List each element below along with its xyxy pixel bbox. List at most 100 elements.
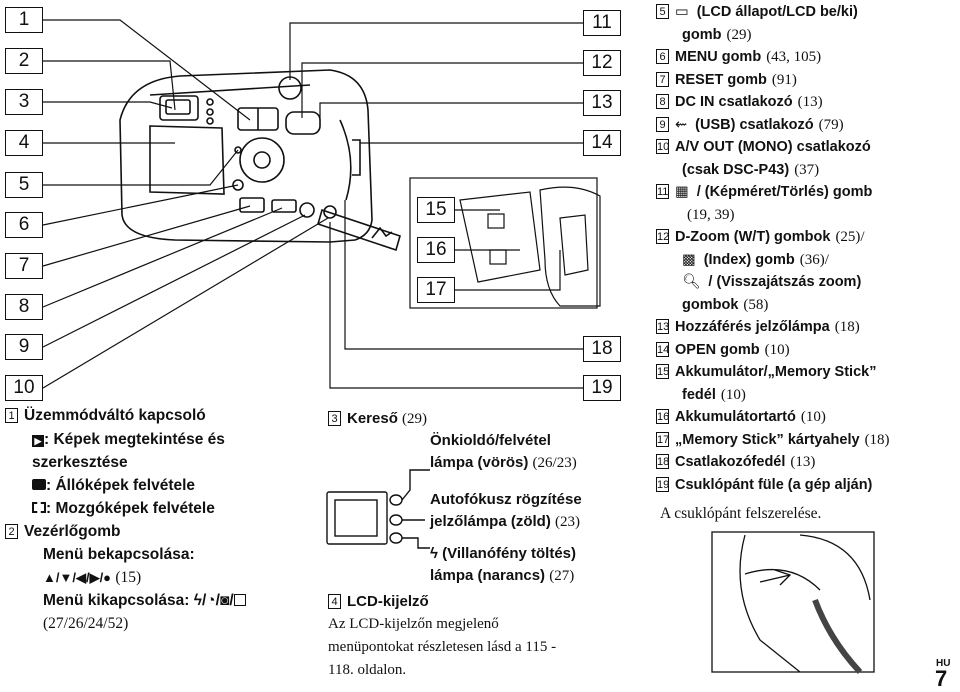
- legend-num: 5: [656, 4, 669, 19]
- index-icon: ▩: [682, 251, 696, 268]
- self-timer-lamp-ref: (26/23): [532, 455, 577, 471]
- af-lock-lamp-label-cont: jelzőlámpa (zöld): [430, 513, 551, 530]
- usb-icon: ⇜: [675, 116, 688, 133]
- legend-ref: (43, 105): [766, 49, 822, 65]
- callout-15: 15: [417, 197, 455, 223]
- lcd-screen: [149, 125, 225, 195]
- legend-row: 11▦/ (Képméret/Törlés) gomb: [656, 181, 872, 204]
- callout-3: 3: [5, 89, 43, 115]
- strap-caption: A csuklópánt felszerelése.: [660, 505, 822, 522]
- lcd-desc-3: 118. oldalon.: [328, 662, 407, 678]
- legend-text: gomb: [682, 26, 722, 43]
- battery-cover-inset: [409, 177, 598, 309]
- legend-ref: (10): [764, 341, 790, 358]
- af-lock-lamp-ref: (23): [555, 514, 581, 530]
- legend-text: Hozzáférés jelzőlámpa: [675, 319, 830, 335]
- callout-17: 17: [417, 277, 455, 303]
- zoom-icon: 🔍︎: [682, 274, 701, 290]
- legend-text: RESET gomb: [675, 71, 767, 88]
- lcd-title: LCD-kijelző: [347, 593, 429, 610]
- legend-row: 8 DC IN csatlakozó(13): [656, 91, 823, 114]
- legend-text: (Index) gomb: [703, 251, 795, 268]
- callout-9: 9: [5, 334, 43, 360]
- legend-row: ▩ (Index) gomb(36)/: [656, 249, 829, 272]
- legend-row: 17„Memory Stick” kártyahely(18): [656, 429, 890, 452]
- flash-lamp-ref: (27): [549, 568, 575, 584]
- callout-2: 2: [5, 48, 43, 74]
- flash-icon: ϟ/: [193, 592, 207, 609]
- legend-row: gomb(29): [656, 24, 751, 47]
- legend-text: „Memory Stick” kártyahely: [675, 431, 860, 448]
- legend-text: DC IN csatlakozó: [675, 94, 793, 110]
- legend-ref: (18): [834, 319, 860, 335]
- callout-8: 8: [5, 294, 43, 320]
- lcd-desc-2: menüpontokat részletesen lásd a 115 -: [328, 639, 557, 655]
- legend-ref: (10): [720, 386, 746, 403]
- control-button-title: Vezérlőgomb: [24, 523, 121, 540]
- legend-row: gombok(58): [656, 294, 768, 317]
- legend-num: 3: [328, 411, 341, 426]
- legend-row: 9⇜(USB) csatlakozó(79): [656, 114, 844, 137]
- legend-ref: (37): [794, 161, 820, 178]
- callout-6: 6: [5, 212, 43, 238]
- arrow-keys: ▲/▼/◀/▶/●: [43, 570, 112, 585]
- legend-ref: (25)/: [835, 229, 865, 245]
- camera-body: [119, 69, 373, 243]
- arrow-keys-ref: (15): [115, 569, 142, 586]
- callout-14: 14: [583, 130, 621, 156]
- legend-ref: (36)/: [799, 251, 829, 268]
- legend-ref: (91): [771, 71, 797, 88]
- legend-ref: (13): [797, 94, 823, 110]
- legend-text: Csatlakozófedél: [675, 454, 786, 470]
- camera-icon: [32, 479, 46, 490]
- legend-num: 1: [5, 408, 18, 423]
- legend-num: 15: [656, 364, 670, 379]
- self-timer-lamp-label-cont: lámpa (vörös): [430, 454, 529, 471]
- lcd-desc-1: Az LCD-kijelzőn megjelenő: [328, 616, 499, 632]
- still-mode-label: : Állóképek felvétele: [46, 477, 196, 494]
- legend-text: MENU gomb: [675, 49, 762, 65]
- legend-ref: (13): [790, 454, 816, 470]
- legend-text: A/V OUT (MONO) csatlakozó: [675, 139, 871, 155]
- legend-row: 5▭(LCD állapot/LCD be/ki): [656, 1, 858, 24]
- legend-text: D-Zoom (W/T) gombok: [675, 229, 831, 245]
- language-tag: HU: [936, 658, 951, 669]
- legend-text: / (Visszajátszás zoom): [708, 274, 862, 290]
- lcd-button-icon: ▭: [675, 4, 689, 20]
- menu-on-label: Menü bekapcsolása:: [43, 546, 195, 563]
- legend-row: 13 Hozzáférés jelzőlámpa(18): [656, 316, 860, 339]
- legend-text: gombok: [682, 296, 739, 313]
- legend-num: 13: [656, 319, 670, 334]
- legend-ref: (58): [743, 296, 769, 313]
- legend-num: 19: [656, 476, 670, 492]
- control-pad: [239, 137, 285, 183]
- legend-row: 18 Csatlakozófedél(13): [656, 451, 815, 474]
- callout-7: 7: [5, 253, 43, 279]
- legend-num: 8: [656, 94, 669, 109]
- callout-11: 11: [583, 10, 621, 36]
- legend-text: (csak DSC-P43): [682, 161, 790, 178]
- strap-inset: [711, 531, 875, 675]
- legend-ref: (79): [818, 116, 844, 133]
- legend-ref: (29): [726, 26, 752, 43]
- legend-num: 4: [328, 594, 341, 609]
- flash-lamp-label-cont: lámpa (narancs): [430, 567, 546, 584]
- callout-12: 12: [583, 50, 621, 76]
- legend-num: 18: [656, 454, 670, 469]
- play-mode-label: : Képek megtekintése és: [44, 431, 225, 448]
- movie-icon: [32, 502, 46, 513]
- flash-icon: ϟ: [430, 545, 443, 562]
- callout-1: 1: [5, 7, 43, 33]
- legend-text: Akkumulátortartó: [675, 409, 796, 425]
- legend-row: (19, 39): [656, 204, 735, 227]
- legend-row: 19 Csuklópánt füle (a gép alján): [656, 474, 872, 497]
- legend-text: Csuklópánt füle (a gép alján): [675, 476, 873, 493]
- legend-num: 11: [656, 184, 669, 199]
